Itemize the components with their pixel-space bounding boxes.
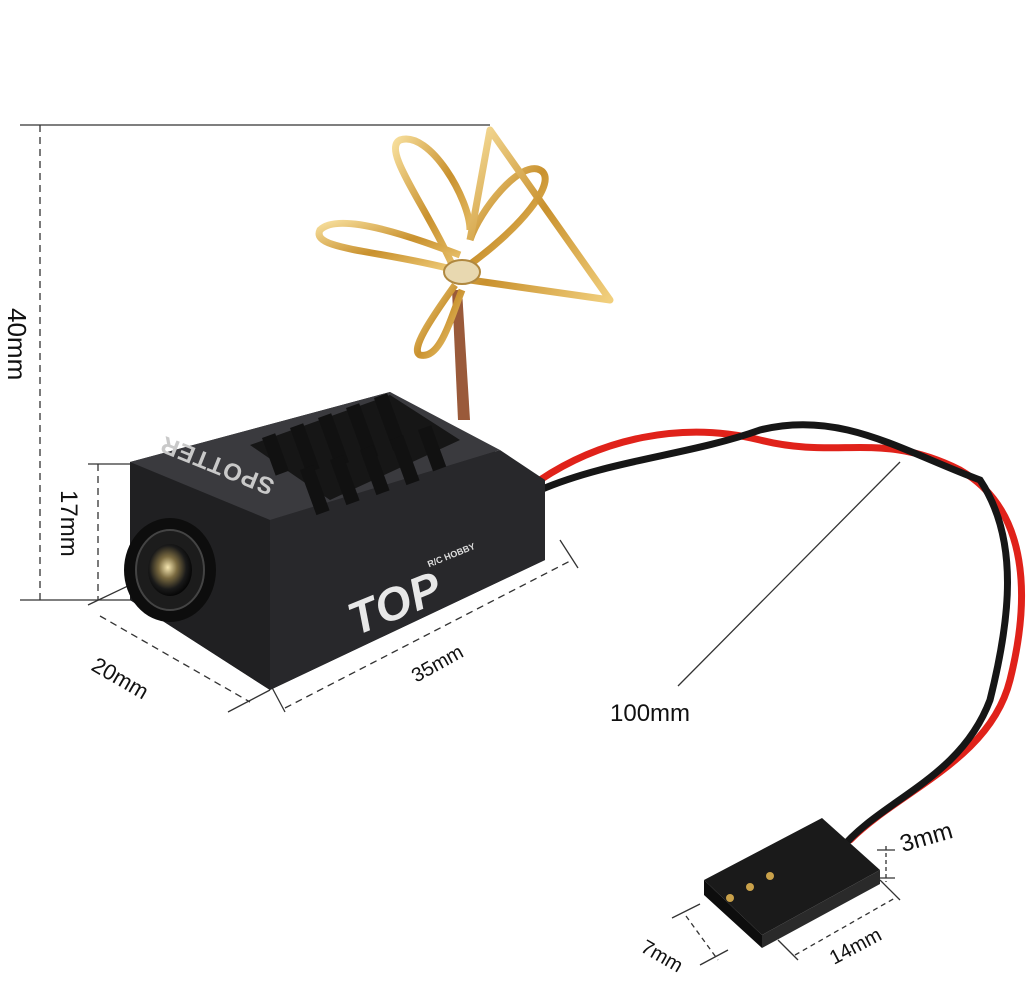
heatsink <box>250 393 460 516</box>
dimension-lines <box>20 124 901 966</box>
height-total-label: 40mm <box>2 308 32 381</box>
height-body-label: 17mm <box>55 490 82 557</box>
camera-lens <box>124 518 216 622</box>
cable <box>536 421 1025 854</box>
antenna <box>315 126 614 420</box>
servo-connector <box>704 818 880 948</box>
cable-length-label: 100mm <box>610 700 691 727</box>
